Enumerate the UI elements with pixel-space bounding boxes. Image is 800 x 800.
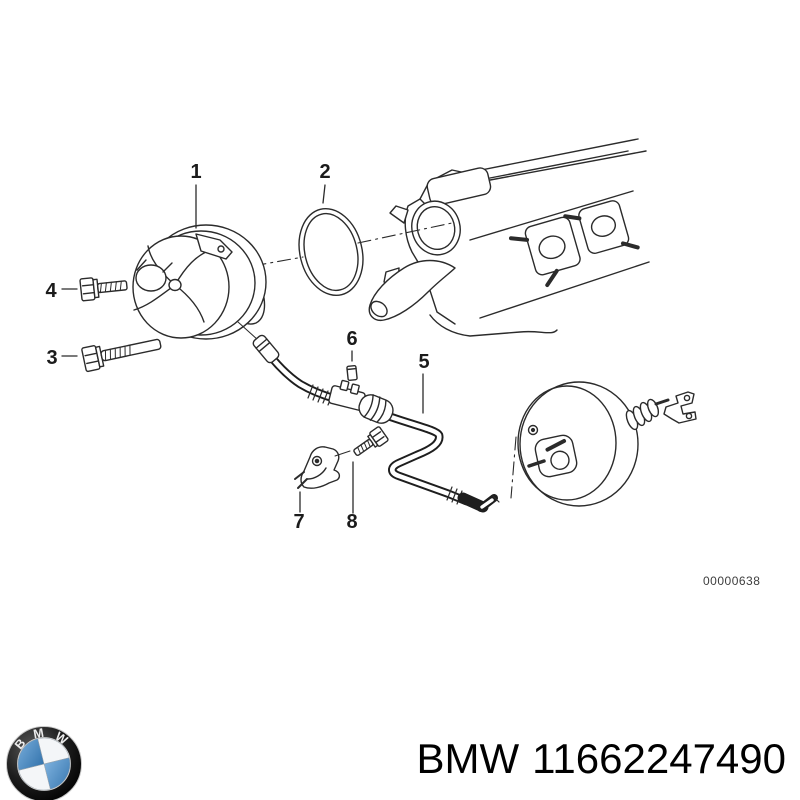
exploded-parts-drawing: 1 2 3 4 5 6 7 8 00000638	[45, 138, 760, 588]
assembly-axis-lines	[252, 222, 517, 499]
o-ring-seal	[298, 207, 364, 297]
callout-3: 3	[46, 347, 57, 369]
mounting-bracket	[294, 446, 351, 489]
brand-name: BMW	[416, 735, 520, 782]
vacuum-hose	[252, 334, 500, 513]
callout-5: 5	[418, 351, 429, 373]
bolt-short	[79, 277, 128, 302]
bmw-logo: B M W	[6, 726, 82, 800]
hose-clip	[346, 365, 358, 381]
bmw-logo-letter-m: M	[32, 726, 45, 742]
bolt-small	[353, 426, 389, 456]
callout-8: 8	[346, 511, 357, 533]
callout-1: 1	[190, 161, 201, 183]
diagram-code: 00000638	[703, 574, 760, 588]
bmw-logo-quadrants	[17, 737, 71, 791]
callout-7: 7	[293, 511, 304, 533]
vacuum-pump	[132, 224, 267, 341]
part-caption: BMW 11662247490	[417, 738, 786, 780]
engine-block	[368, 138, 650, 337]
callout-4: 4	[45, 280, 57, 302]
callout-leader-lines	[61, 184, 424, 514]
part-number: 11662247490	[532, 735, 786, 782]
callout-2: 2	[319, 161, 330, 183]
bolt-long	[81, 338, 162, 373]
callout-6: 6	[346, 328, 357, 350]
brake-booster	[517, 381, 697, 507]
